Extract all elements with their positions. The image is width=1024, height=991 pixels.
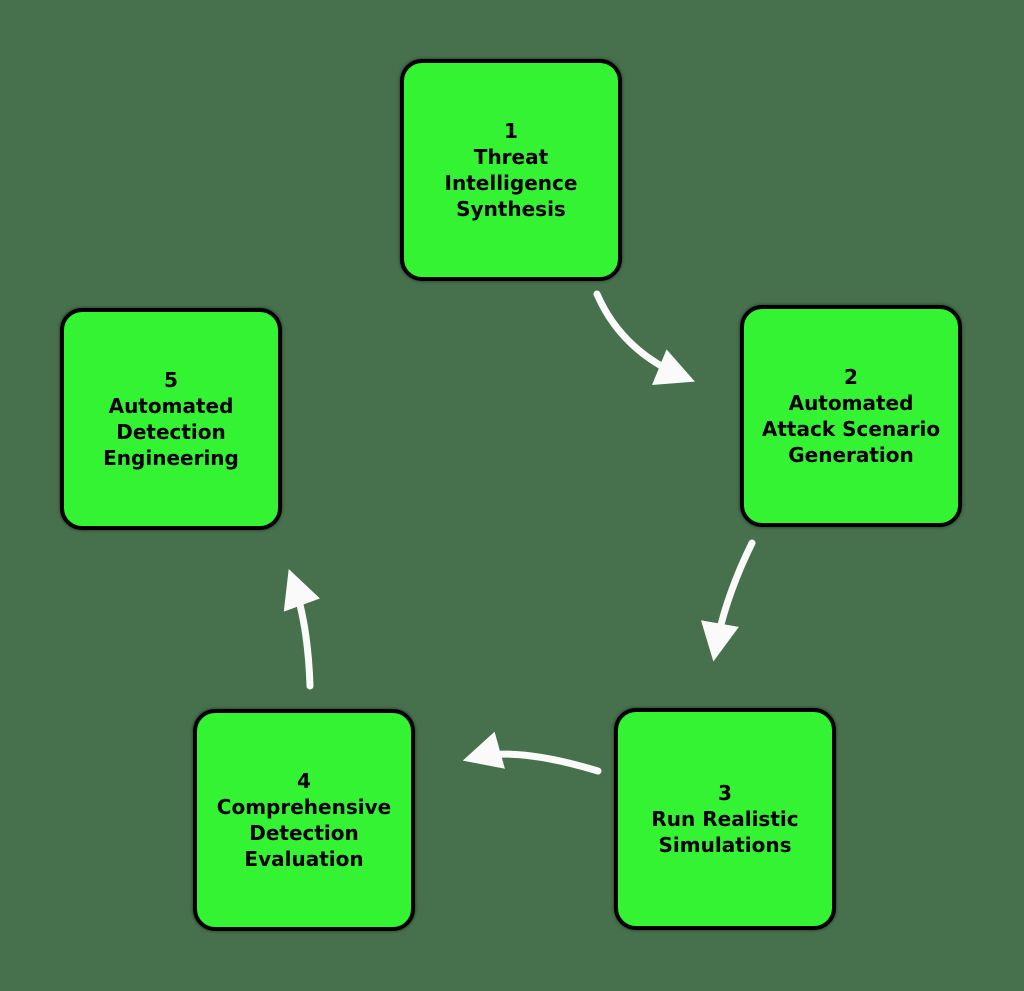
arrow-2-to-3-icon <box>700 539 756 662</box>
step-title: Threat Intelligence Synthesis <box>444 145 578 221</box>
step-node-comprehensive-detection-evaluation: 4 Comprehensive Detection Evaluation <box>193 709 415 931</box>
step-number: 5 <box>164 368 178 392</box>
step-node-threat-intelligence-synthesis: 1 Threat Intelligence Synthesis <box>400 59 622 281</box>
step-title: Automated Attack Scenario Generation <box>761 391 941 467</box>
step-title: Comprehensive Detection Evaluation <box>216 795 392 871</box>
arrow-3-to-4-icon <box>462 731 602 775</box>
arrow-4-to-5-icon <box>283 568 320 690</box>
step-number: 4 <box>297 769 311 793</box>
step-number: 1 <box>504 119 518 143</box>
step-node-automated-attack-scenario-generation: 2 Automated Attack Scenario Generation <box>740 305 962 527</box>
step-title: Automated Detection Engineering <box>103 394 239 470</box>
step-number: 3 <box>718 781 732 805</box>
step-number: 2 <box>844 365 858 389</box>
step-node-automated-detection-engineering: 5 Automated Detection Engineering <box>60 308 282 530</box>
step-title: Run Realistic Simulations <box>651 807 799 857</box>
step-node-run-realistic-simulations: 3 Run Realistic Simulations <box>614 708 836 930</box>
arrow-1-to-2-icon <box>593 290 695 385</box>
